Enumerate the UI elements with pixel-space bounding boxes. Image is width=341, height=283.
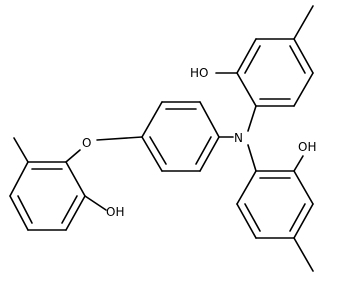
bond bbox=[236, 170, 257, 205]
double-bond bbox=[289, 203, 306, 232]
double-bond bbox=[17, 195, 33, 224]
bond bbox=[141, 136, 163, 172]
methyl-bond bbox=[293, 5, 314, 40]
bond bbox=[65, 161, 86, 197]
hydroxyl-label-top: HO bbox=[190, 66, 208, 80]
double-bond bbox=[195, 136, 212, 165]
bond bbox=[84, 195, 107, 211]
double-bond bbox=[149, 136, 167, 165]
bond bbox=[247, 144, 257, 172]
ether-linkage bbox=[65, 136, 143, 163]
amine-linkage bbox=[218, 105, 257, 172]
nitrogen-label: N bbox=[234, 131, 243, 145]
bond bbox=[199, 101, 220, 138]
bond bbox=[65, 195, 86, 231]
methyl-bond bbox=[13, 137, 29, 163]
bond bbox=[247, 105, 257, 132]
bond bbox=[236, 38, 257, 74]
lower-right-ring bbox=[236, 155, 314, 272]
bond bbox=[9, 195, 29, 231]
double-bond bbox=[244, 45, 261, 74]
double-bond bbox=[61, 195, 78, 224]
double-bond bbox=[244, 203, 261, 232]
double-bond bbox=[289, 45, 306, 74]
bond bbox=[65, 149, 81, 163]
central-ring bbox=[141, 101, 220, 172]
bond bbox=[199, 136, 220, 172]
upper-right-ring bbox=[215, 5, 314, 107]
bond bbox=[293, 38, 314, 74]
ether-oxygen-label: O bbox=[82, 136, 91, 150]
bond bbox=[96, 136, 143, 141]
bond bbox=[293, 203, 314, 239]
methyl-bond bbox=[293, 237, 314, 272]
hydroxyl-label-left: OH bbox=[106, 205, 124, 219]
bond bbox=[141, 101, 163, 138]
left-ring bbox=[9, 137, 107, 231]
bond bbox=[293, 72, 314, 107]
bond bbox=[9, 161, 29, 197]
bond bbox=[236, 203, 257, 239]
hydroxyl-label-right: OH bbox=[298, 140, 316, 154]
bond bbox=[293, 170, 314, 205]
bond bbox=[293, 155, 304, 172]
bond bbox=[236, 72, 257, 107]
